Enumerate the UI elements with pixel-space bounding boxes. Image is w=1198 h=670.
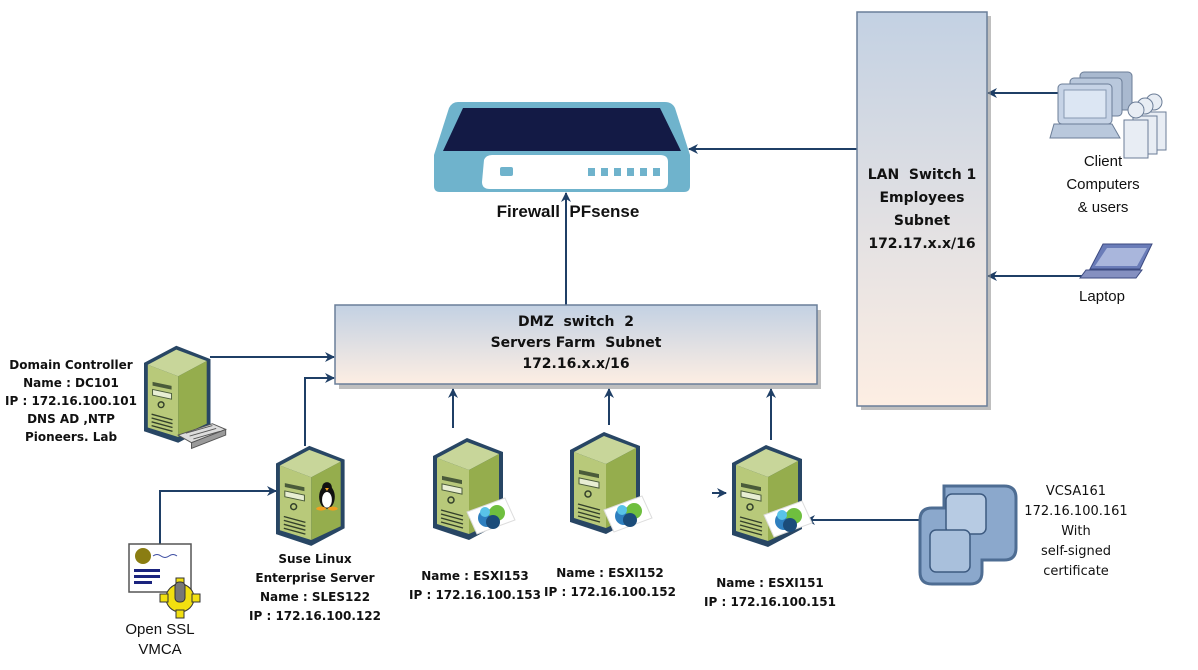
tux-penguin-icon (316, 482, 338, 511)
dmz-switch-title: DMZ switch 2 (518, 314, 634, 330)
sles-label-line: Name : SLES122 (259, 590, 371, 604)
esxi151-server-icon (731, 444, 813, 548)
firewall-label: Firewall PFsense (496, 202, 640, 221)
openssl-to-sles-link (159, 486, 277, 545)
esxi153-server-icon (432, 437, 516, 541)
sles-server-icon (275, 445, 346, 547)
vcsa-label: VCSA161 172.16.100.161 With self-signed … (1014, 482, 1138, 582)
esxi152-ip: IP : 172.16.100.152 (544, 585, 676, 599)
vcenter-logo-icon (918, 484, 1018, 586)
esxi151-label: Name : ESXI151 IP : 172.16.100.151 (700, 574, 840, 612)
lan-switch-subnet: 172.17.x.x/16 (868, 236, 976, 252)
dc-label-line: DNS AD ,NTP (27, 412, 115, 426)
client-computers-users-icon (1049, 71, 1167, 159)
esxi153-name: Name : ESXI153 (421, 569, 529, 583)
laptop-label: Laptop (1079, 288, 1125, 305)
lan-switch-subnet-word: Subnet (893, 213, 951, 229)
domain-controller-label: Domain Controller Name : DC101 IP : 172.… (0, 356, 142, 446)
clients-label-line: Client (1083, 153, 1123, 170)
sles-label-line: Suse Linux (278, 552, 352, 566)
dc-label-line: IP : 172.16.100.101 (5, 394, 137, 408)
vcsa-label-line: With (1061, 524, 1091, 539)
esxi152-server-icon (569, 431, 653, 535)
vcsa-label-line: self-signed (1040, 544, 1112, 559)
lan-switch-1 (856, 11, 991, 410)
lan-switch-title: LAN Switch 1 (867, 167, 977, 183)
esxi151-ip: IP : 172.16.100.151 (704, 595, 836, 609)
connectors (159, 88, 1082, 545)
vcsa-label-line: VCSA161 (1045, 484, 1107, 499)
certificate-gear-icon (128, 543, 201, 619)
dc-label-line: Pioneers. Lab (24, 430, 118, 444)
esxi151-name: Name : ESXI151 (716, 576, 824, 590)
vcsa-label-line: certificate (1043, 564, 1109, 579)
openssl-label-line: VMCA (138, 641, 182, 658)
esxi153-label: Name : ESXI153 IP : 172.16.100.153 (405, 567, 545, 605)
sles-to-dmz-link (304, 373, 335, 446)
clients-label: Client Computers & users (1048, 150, 1158, 219)
openssl-label-line: Open SSL (125, 621, 195, 638)
dmz-switch-2 (334, 304, 821, 389)
lan-switch-employees: Employees (879, 190, 965, 206)
firewall-icon (434, 102, 690, 192)
dmz-switch-subtitle: Servers Farm Subnet (490, 335, 662, 351)
sles-label-line: IP : 172.16.100.122 (249, 609, 381, 623)
dmz-switch-subnet: 172.16.x.x/16 (522, 356, 630, 372)
dc-label-line: Name : DC101 (23, 376, 119, 390)
sles-label: Suse Linux Enterprise Server Name : SLES… (240, 550, 390, 626)
lan-switch-label: LAN Switch 1 Employees Subnet 172.17.x.x… (857, 164, 987, 256)
openssl-label: Open SSL VMCA (105, 620, 215, 660)
esxi152-name: Name : ESXI152 (556, 566, 664, 580)
vcsa-label-line: 172.16.100.161 (1024, 504, 1128, 519)
dc-label-line: Domain Controller (9, 358, 133, 372)
clients-label-line: & users (1077, 199, 1129, 216)
esxi152-label: Name : ESXI152 IP : 172.16.100.152 (540, 564, 680, 602)
domain-controller-server-icon (143, 345, 227, 450)
laptop-icon (1079, 243, 1153, 279)
sles-label-line: Enterprise Server (255, 571, 375, 585)
clients-label-line: Computers (1066, 176, 1140, 193)
dmz-switch-label: DMZ switch 2 Servers Farm Subnet 172.16.… (335, 312, 817, 375)
esxi153-ip: IP : 172.16.100.153 (409, 588, 541, 602)
